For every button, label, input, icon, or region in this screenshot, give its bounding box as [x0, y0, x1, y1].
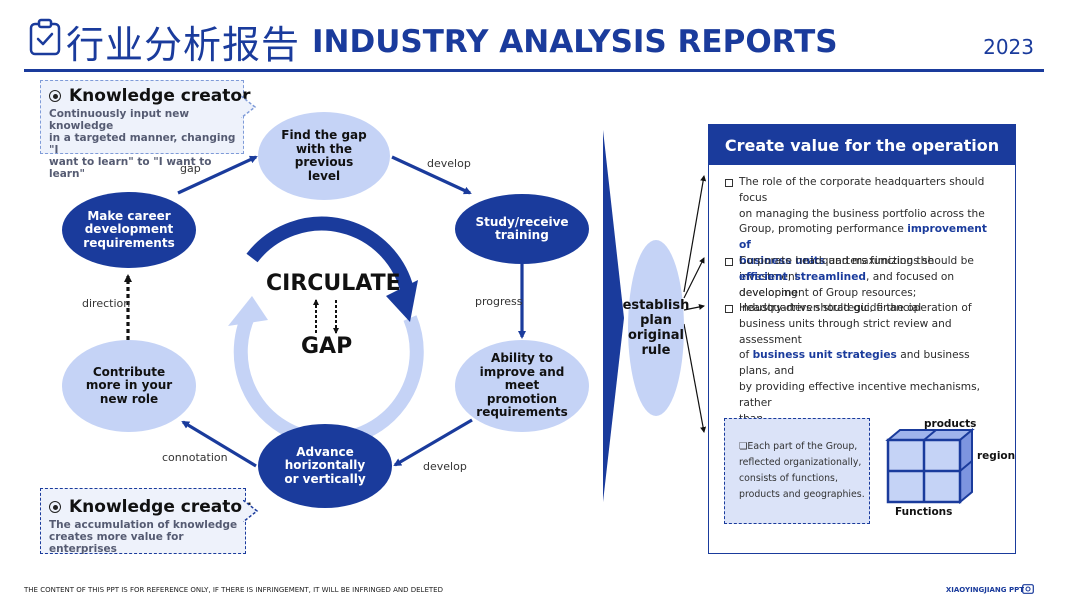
- clipboard-icon: [29, 18, 61, 56]
- node-contribute: Contribute more in your new role: [62, 340, 196, 432]
- text-line: The role of the corporate headquarters s…: [739, 176, 985, 204]
- knowledge-creator-bottom-text: The accumulation of knowledge creates mo…: [49, 519, 238, 555]
- cube-label-products: products: [924, 418, 977, 430]
- cube-label-functions: Functions: [895, 506, 953, 518]
- node-study-training: Study/receive training: [455, 194, 589, 264]
- panel-bullet-2: Corporate headquarters functions should …: [725, 254, 995, 317]
- callout-tail-bottom: [243, 500, 259, 522]
- panel-bullet-1: The role of the corporate headquarters s…: [725, 175, 995, 301]
- text-line: business units and maximizing the invest…: [739, 254, 934, 283]
- text-line: Group, promoting performance improvement…: [739, 223, 987, 252]
- footer-brand: XIAOYINGJIANG PPT: [945, 586, 1024, 594]
- radio-target-icon: [49, 501, 61, 513]
- establish-text: establish plan original rule: [622, 298, 690, 358]
- text-line: Headquarters should guide the operation …: [739, 302, 972, 314]
- circulate-ring-dark: [246, 216, 415, 296]
- knowledge-creator-top-text: Continuously input new knowledge in a ta…: [49, 108, 236, 180]
- text-line: by providing effective incentive mechani…: [739, 380, 981, 409]
- square-bullet-icon: [725, 305, 733, 313]
- cube-icon: [885, 428, 975, 505]
- square-bullet-icon: [725, 179, 733, 187]
- fan-line-1: [683, 175, 707, 293]
- establish-ellipse: [628, 240, 684, 416]
- page-title-chinese: 行业分析报告: [66, 23, 301, 67]
- footer-disclaimer: THE CONTENT OF THIS PPT IS FOR REFERENCE…: [24, 586, 443, 594]
- circulate-ring-dark-head: [386, 280, 418, 322]
- value-panel-title: Create value for the operation: [709, 125, 1015, 165]
- panel-bullet-1-text: The role of the corporate headquarters s…: [739, 175, 995, 301]
- cube-label-region: region: [977, 450, 1016, 462]
- node-career-requirements: Make career development requirements: [62, 192, 196, 268]
- center-circulate: CIRCULATE: [266, 271, 401, 296]
- label-develop-top: develop: [427, 157, 471, 170]
- circulate-ring-light: [233, 303, 424, 447]
- panel-bullet-3-text: Headquarters should guide the operation …: [739, 301, 995, 427]
- text-line: on managing the business portfolio acros…: [739, 207, 985, 220]
- fan-line-2: [683, 257, 705, 299]
- brand-logo-icon: [1022, 584, 1034, 594]
- arrow-gap: [177, 155, 258, 195]
- text-line: development of Group resources;: [739, 286, 917, 299]
- text-line: efficient, streamlined, and focused on d…: [739, 270, 955, 299]
- label-progress: progress: [475, 295, 523, 308]
- square-bullet-icon: [725, 258, 733, 266]
- text-line: Corporate headquarters functions should …: [739, 255, 974, 267]
- arrow-develop-bottom: [393, 418, 473, 467]
- chevron-separator: [603, 130, 624, 502]
- label-gap: gap: [180, 162, 201, 175]
- group-structure-box: ❏Each part of the Group, reflected organ…: [724, 418, 870, 524]
- circulate-ring-light-head: [228, 296, 268, 326]
- arrow-develop-top: [391, 155, 472, 195]
- text-line: of business unit strategies and business…: [739, 349, 970, 378]
- fan-line-4: [683, 323, 707, 433]
- knowledge-creator-top: Knowledge creator Continuously input new…: [40, 80, 250, 180]
- knowledge-creator-bottom-title: Knowledge creator: [69, 497, 251, 517]
- group-structure-text: ❏Each part of the Group, reflected organ…: [739, 441, 865, 500]
- node-advance: Advance horizontally or vertically: [258, 424, 392, 508]
- node-ability-improve: Ability to improve and meet promotion re…: [455, 340, 589, 432]
- center-gap: GAP: [301, 334, 353, 359]
- node-find-gap: Find the gap with the previous level: [258, 112, 390, 200]
- label-direction: direction: [82, 297, 131, 310]
- label-develop-bottom: develop: [423, 460, 467, 473]
- panel-bullet-2-text: Corporate headquarters functions should …: [739, 254, 995, 317]
- year-label: 2023: [983, 35, 1034, 59]
- page-title-english: INDUSTRY ANALYSIS REPORTS: [312, 24, 838, 60]
- radio-target-icon: [49, 90, 61, 102]
- text-line: industry-driven strategic, financial: [739, 302, 922, 315]
- callout-tail-top: [241, 96, 257, 118]
- panel-bullet-3: Headquarters should guide the operation …: [725, 301, 995, 427]
- arrow-connotation: [181, 420, 257, 468]
- knowledge-creator-top-title: Knowledge creator: [69, 86, 251, 106]
- fan-line-3: [683, 304, 705, 311]
- title-divider: [24, 69, 1044, 72]
- label-connotation: connotation: [162, 451, 228, 464]
- knowledge-creator-bottom: Knowledge creator The accumulation of kn…: [40, 488, 250, 555]
- text-line: business units through strict review and…: [739, 317, 952, 346]
